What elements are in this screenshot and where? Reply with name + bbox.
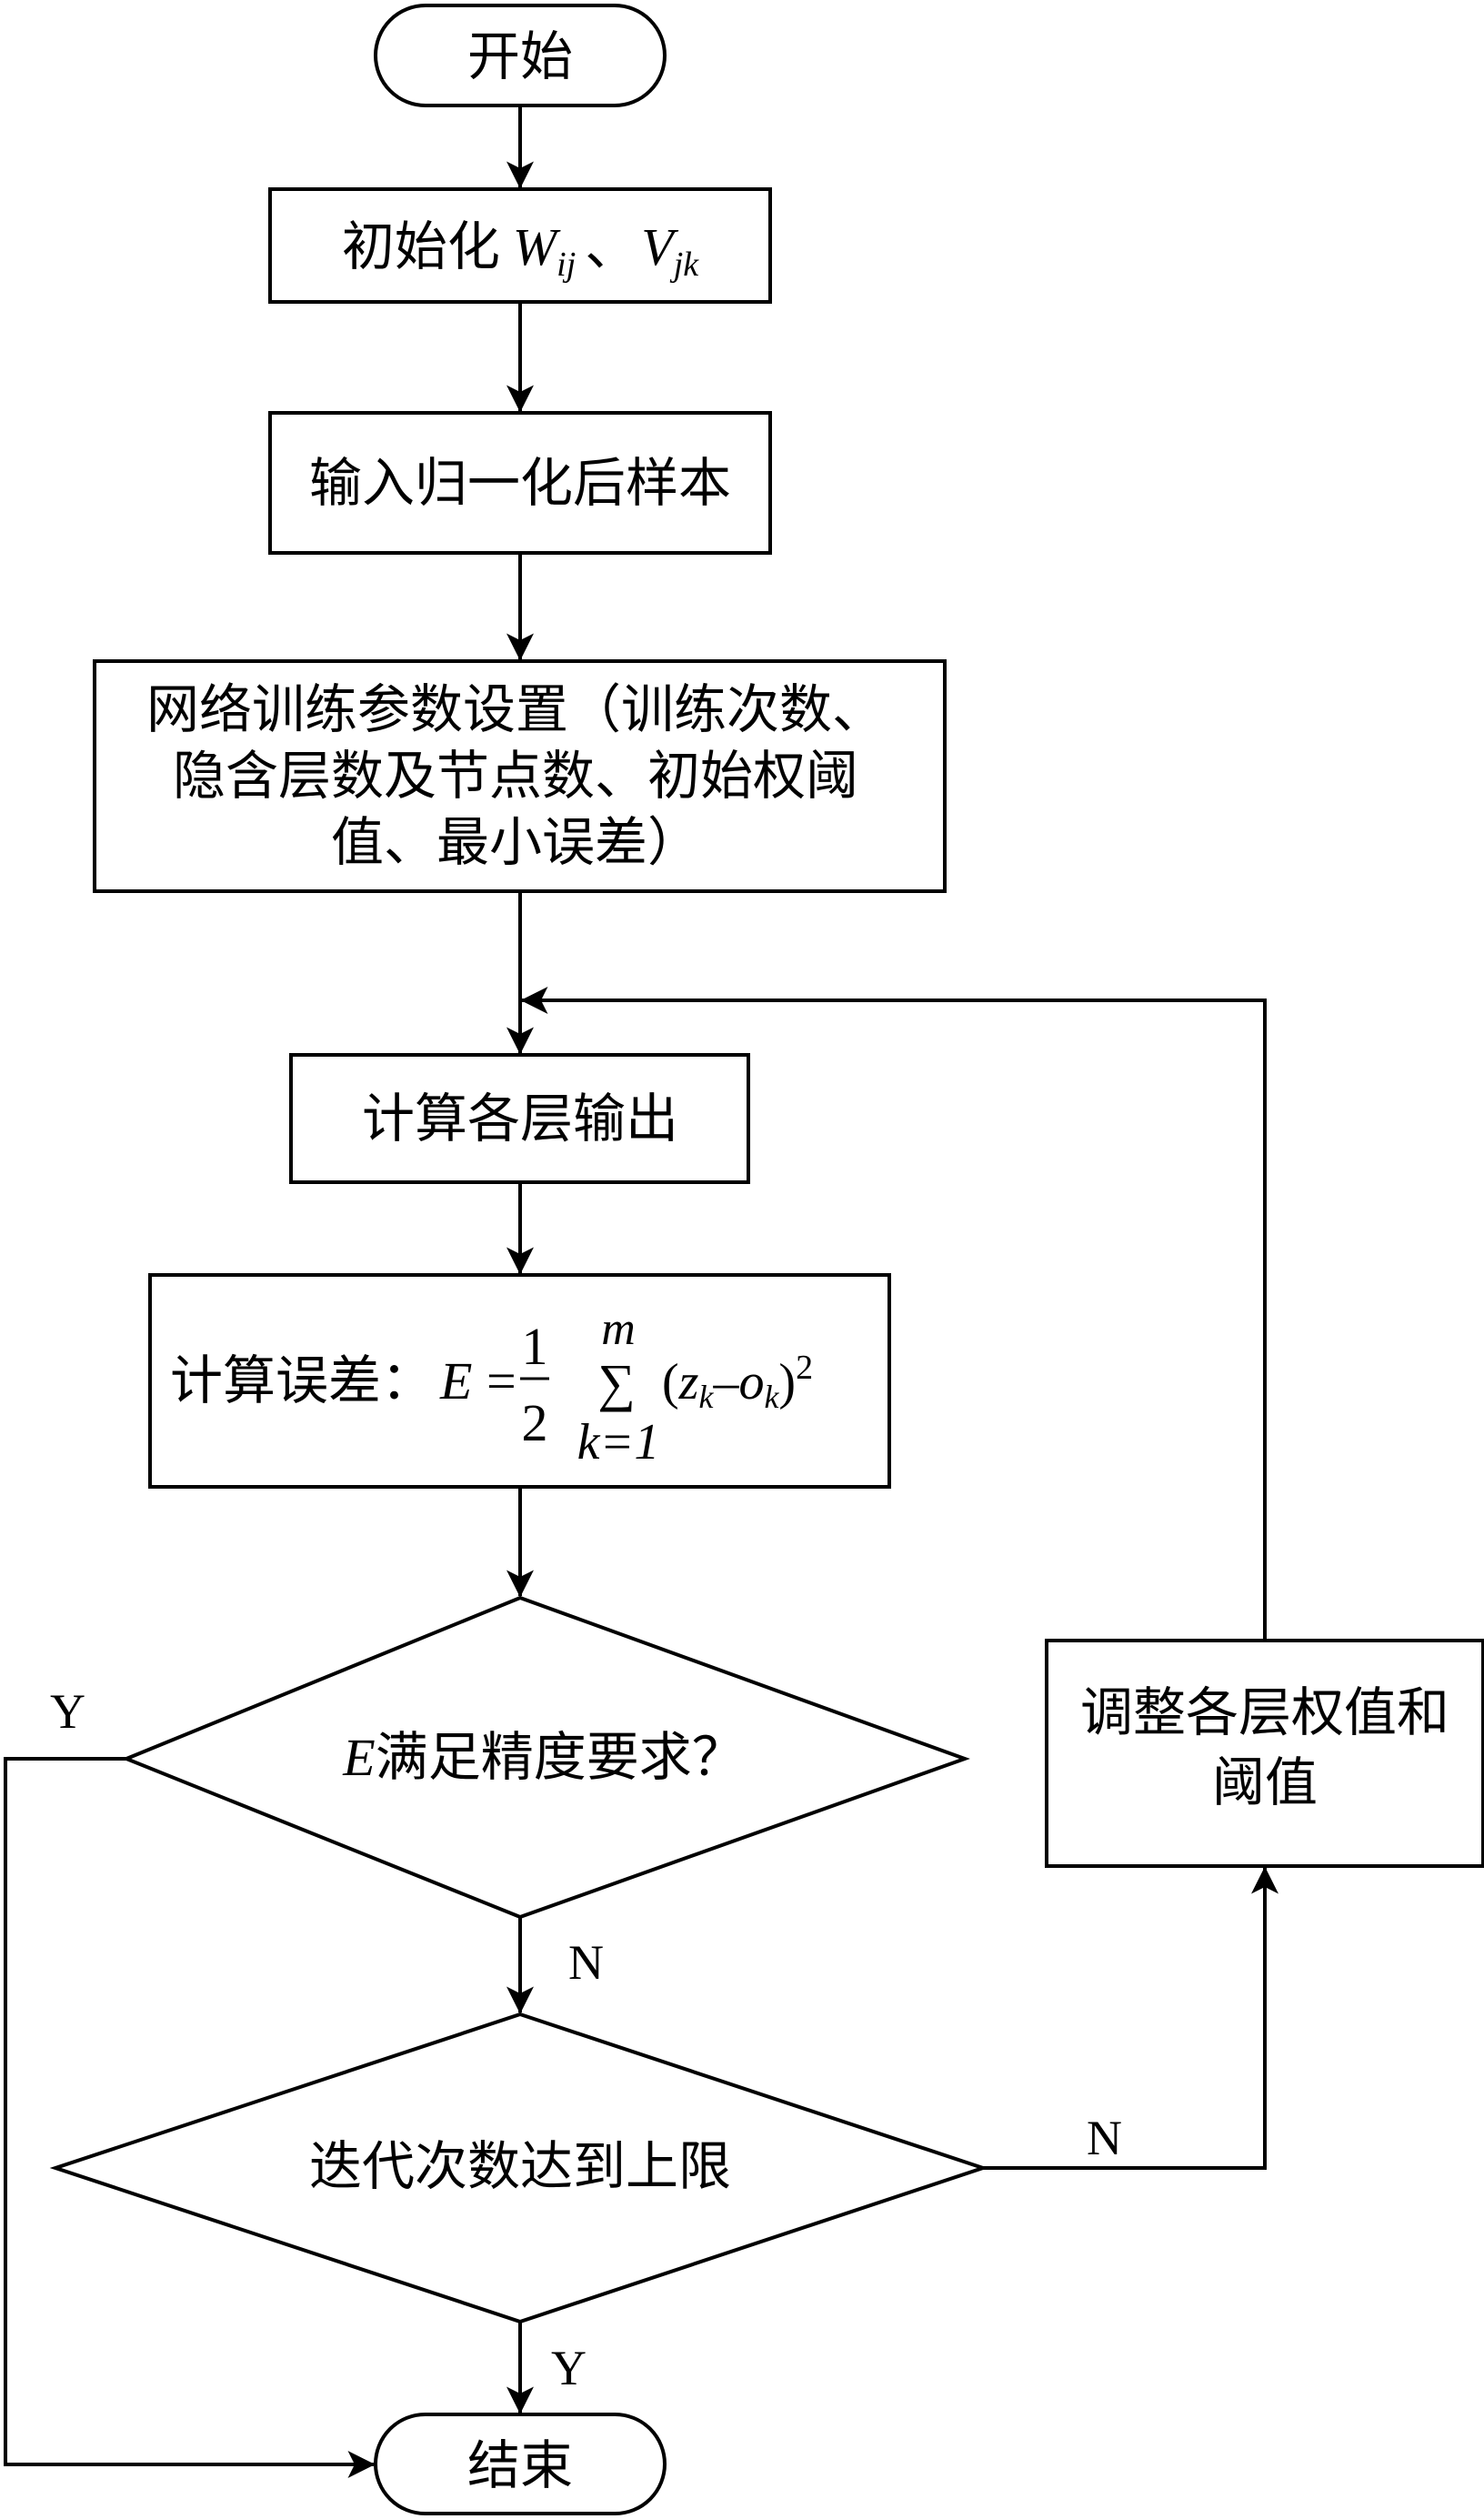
shapes [49, 4, 1484, 2515]
init-prefix: 初始化 [342, 216, 500, 277]
error-eq: = [486, 1351, 516, 1410]
decision-precision-label: E满足精度要求？ [342, 1726, 744, 1788]
init-v-sub: jk [669, 246, 700, 284]
error-prefix: 计算误差： [170, 1350, 434, 1411]
arrow-iterations-no-to-adjust [983, 1866, 1278, 2170]
decision-precision-text: 满足精度要求？ [376, 1726, 745, 1788]
decision-iterations-label: 迭代次数达到上限 [309, 2135, 731, 2197]
error-power: 2 [796, 1349, 813, 1387]
init-w: W [513, 217, 561, 276]
label-no-precision: N [568, 1935, 604, 1990]
error-sum-lower-text: k=1 [577, 1414, 660, 1470]
error-frac-num: 1 [522, 1317, 548, 1376]
init-w-sub: ij [556, 246, 576, 284]
arrow-precision-yes-to-end [4, 1757, 376, 2478]
error-o: o [738, 1354, 764, 1410]
adjust-line2: 阈值 [1212, 1751, 1318, 1813]
error-frac-den: 2 [522, 1393, 548, 1452]
end-terminal [374, 2413, 667, 2515]
params-line1: 网络训练参数设置（训练次数、 [146, 678, 885, 740]
label-no-iterations: N [1087, 2111, 1122, 2165]
label-yes-precision: Y [50, 1684, 85, 1739]
label-yes-iterations: Y [551, 2341, 587, 2395]
error-sum-lower: k=1 [577, 1414, 660, 1470]
error-lparen: ( [662, 1354, 679, 1410]
start-label: 开始 [467, 25, 573, 87]
error-sum-upper: m [601, 1303, 636, 1355]
connectors [4, 105, 1278, 2478]
error-z-sub: k [698, 1379, 714, 1415]
params-line2: 隐含层数及节点数、初始权阈 [173, 745, 858, 807]
error-expression: (zk–ok)2 [662, 1349, 813, 1415]
init-sep: 、 [585, 216, 637, 277]
error-E: E [439, 1351, 472, 1410]
error-sum: ∑ [597, 1353, 635, 1412]
error-rparen: ) [778, 1354, 796, 1410]
error-minus: – [712, 1354, 739, 1410]
compute-output-label: 计算各层输出 [362, 1088, 678, 1149]
error-o-sub: k [764, 1379, 779, 1415]
adjust-line1: 调整各层权值和 [1080, 1681, 1449, 1743]
params-line3: 值、最小误差） [331, 811, 700, 873]
end-label: 结束 [467, 2434, 573, 2496]
decision-precision-E: E [342, 1728, 375, 1787]
error-z: z [678, 1354, 699, 1410]
arrow-adjust-loop-back [520, 987, 1267, 1641]
compute-error-formula: 计算误差： E = 1 2 m ∑ k=1 (zk–ok)2 [170, 1303, 813, 1470]
init-v: V [641, 217, 679, 276]
input-samples-label: 输入归一化后样本 [309, 452, 731, 514]
